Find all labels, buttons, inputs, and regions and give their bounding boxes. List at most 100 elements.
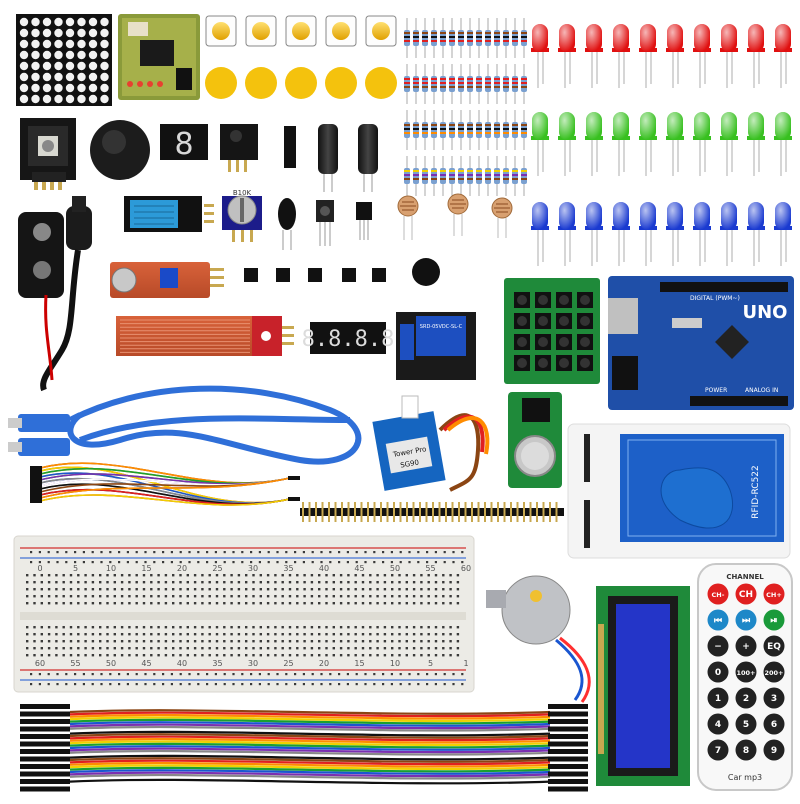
breadboard-col-number: 25 <box>212 564 222 573</box>
ir-receiver-module <box>220 124 258 172</box>
breadboard-col-number: 40 <box>319 564 329 573</box>
four-digit-display: 8.8.8.8 <box>302 322 395 354</box>
remote-button-label: EQ <box>767 642 781 652</box>
remote-button[interactable]: 1 <box>707 687 729 709</box>
remote-button[interactable]: 8 <box>735 739 757 761</box>
rtc-module <box>508 392 562 488</box>
breadboard-col-number: 10 <box>106 564 116 573</box>
remote-button[interactable]: 7 <box>707 739 729 761</box>
breadboard-col-number: 35 <box>283 564 293 573</box>
uno-label: UNO <box>743 302 788 323</box>
remote-button[interactable]: ⏭ <box>735 609 757 631</box>
remote-button[interactable]: CH+ <box>763 583 785 605</box>
led-matrix-dots <box>19 17 109 104</box>
remote-button[interactable]: 4 <box>707 713 729 735</box>
breadboard-col-number: 15 <box>354 659 364 668</box>
remote-button-label: 4 <box>715 720 721 730</box>
remote-button-label: 6 <box>771 720 777 730</box>
small-components <box>278 198 372 250</box>
remote-button[interactable]: 2 <box>735 687 757 709</box>
uno-digital-label: DIGITAL (PWM~) <box>690 295 740 302</box>
remote-button[interactable]: CH <box>735 583 757 605</box>
relay-module: SRD-05VDC-SL-C <box>396 312 476 380</box>
water-level-sensor <box>116 316 294 356</box>
remote-button-label: 100+ <box>736 669 755 677</box>
remote-button-label: CH <box>739 590 753 600</box>
remote-button-label: 1 <box>715 694 721 704</box>
remote-button[interactable]: 0 <box>707 661 729 683</box>
remote-button-label: 200+ <box>764 669 783 677</box>
remote-button-label: 5 <box>743 720 749 730</box>
joystick-cap <box>90 120 150 180</box>
remote-button-label: ⏯ <box>770 616 777 626</box>
battery-clip-dc-jack <box>18 196 92 392</box>
stepper-driver-board <box>118 14 200 100</box>
remote-button[interactable]: − <box>707 635 729 657</box>
remote-button[interactable]: 200+ <box>763 661 785 683</box>
relay-label: SRD-05VDC-SL-C <box>420 324 463 330</box>
remote-button-label: − <box>714 642 722 652</box>
remote-button-label: + <box>742 642 750 652</box>
four-digit-text: 8.8.8.8 <box>302 327 395 352</box>
remote-button-label: ⏭ <box>742 616 751 626</box>
dupont-ribbon-cable <box>20 704 588 792</box>
remote-button[interactable]: EQ <box>763 635 785 657</box>
push-buttons <box>205 15 397 99</box>
arduino-uno-board: UNO DIGITAL (PWM~) POWER ANALOG IN <box>608 276 794 410</box>
lcd-1602-module <box>596 586 690 786</box>
remote-button[interactable]: + <box>735 635 757 657</box>
remote-button[interactable]: 5 <box>735 713 757 735</box>
joystick-module <box>20 118 76 190</box>
breadboard-col-number: 60 <box>461 564 471 573</box>
leds <box>531 24 792 266</box>
servo-model: SG90 <box>400 458 420 469</box>
breadboard-col-number: 50 <box>390 564 400 573</box>
breadboard-col-number: 10 <box>390 659 400 668</box>
remote-button[interactable]: 100+ <box>735 661 757 683</box>
breadboard-col-number: 20 <box>177 564 187 573</box>
led-matrix-module <box>16 14 112 106</box>
servo-motor: Tower Pro SG90 <box>372 395 490 492</box>
seven-segment-digit: 8 <box>174 127 193 162</box>
remote-button[interactable]: 6 <box>763 713 785 735</box>
potentiometer: B10K <box>222 189 262 242</box>
breadboard-col-number: 30 <box>248 659 258 668</box>
remote-button[interactable]: ⏮ <box>707 609 729 631</box>
remote-button-label: CH- <box>712 591 725 599</box>
remote-button-label: 7 <box>715 746 721 756</box>
breadboard-col-number: 55 <box>425 564 435 573</box>
jumper-caps <box>244 268 386 282</box>
capacitors <box>284 124 378 192</box>
breadboard-col-number: 60 <box>35 659 45 668</box>
rfid-module: RFID-RC522 <box>567 423 791 559</box>
photoresistors <box>397 193 513 240</box>
breadboard-col-number: 35 <box>212 659 222 668</box>
remote-button-label: 8 <box>743 746 749 756</box>
remote-brand-label: Car mp3 <box>728 773 762 782</box>
remote-button[interactable]: ⏯ <box>763 609 785 631</box>
ir-remote: CHANNEL CH- CH CH+ ⏮ ⏭ ⏯ − + EQ 0 100+ 200+ 1 2 3 4 5 6 7 8… <box>697 563 793 791</box>
pot-label: B10K <box>233 189 252 197</box>
remote-button-label: CH+ <box>766 591 782 599</box>
remote-button-label: 2 <box>743 694 749 704</box>
remote-button[interactable]: 3 <box>763 687 785 709</box>
remote-button-label: ⏮ <box>714 616 722 626</box>
resistors <box>404 18 527 196</box>
breadboard-col-number: 25 <box>283 659 293 668</box>
breadboard-col-number: 45 <box>354 564 364 573</box>
uno-power-label: POWER <box>705 387 727 394</box>
dht11-sensor-module <box>124 196 214 232</box>
remote-button-label: 3 <box>771 694 777 704</box>
uno-analog-label: ANALOG IN <box>745 387 778 394</box>
breadboard-col-number: 1 <box>463 659 468 668</box>
breadboard-col-number: 5 <box>73 564 78 573</box>
remote-button[interactable]: 9 <box>763 739 785 761</box>
breadboard-col-number: 0 <box>37 564 42 573</box>
breadboard-col-number: 45 <box>141 659 151 668</box>
remote-channel-label: CHANNEL <box>726 573 764 581</box>
remote-button[interactable]: CH- <box>707 583 729 605</box>
breadboard-col-number: 20 <box>319 659 329 668</box>
rfid-label: RFID-RC522 <box>751 465 761 519</box>
